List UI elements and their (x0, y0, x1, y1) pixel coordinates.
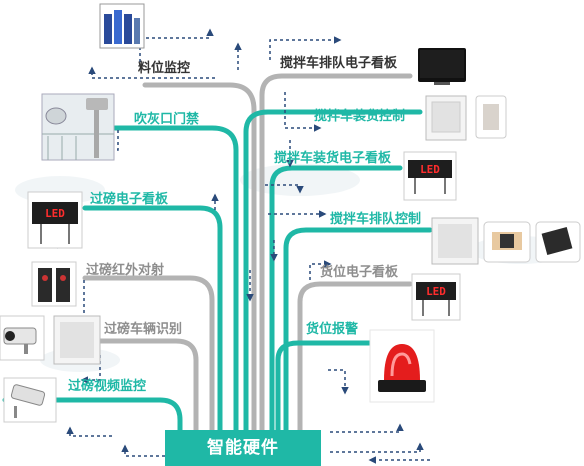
led-board-weighing-icon: LED (27, 191, 83, 249)
label-cargo-board: 货位电子看板 (320, 264, 399, 279)
tv-screen-icon (418, 48, 466, 85)
branch-vehicle-recognition (97, 338, 199, 435)
label-queue-board: 搅拌车排队电子看板 (280, 55, 398, 70)
label-loading-board: 搅拌车装货电子看板 (274, 150, 392, 165)
branch-cargo-alarm (275, 340, 373, 435)
teal-branches (2, 109, 433, 435)
door-camera-photo-icon (41, 93, 115, 161)
gray-branches (82, 73, 413, 435)
branch-loading-control (243, 109, 423, 435)
label-weighing-board: 过磅电子看板 (90, 191, 169, 206)
reader-panel-icon (425, 95, 467, 141)
label-vehicle-recognition: 过磅车辆识别 (104, 321, 183, 336)
branch-weighing-video (2, 397, 183, 435)
infrared-sensor-icon (31, 261, 77, 307)
led-label: LED (426, 285, 446, 298)
label-cargo-alarm: 货位报警 (306, 321, 359, 336)
label-dust-door: 吹灰口门禁 (134, 111, 200, 126)
alarm-light-icon (369, 329, 435, 403)
recognition-panel-icon (53, 315, 101, 365)
bullet-camera-icon (0, 315, 45, 361)
material-sensor-icon (99, 3, 145, 49)
label-weighing-video: 过磅视频监控 (68, 378, 147, 393)
branch-loading-board (269, 165, 403, 435)
hub-smart-hardware: 智能硬件 (165, 430, 321, 466)
led-board-loading-icon: LED (403, 151, 457, 201)
led-board-cargo-icon: LED (411, 273, 461, 321)
label-material-monitoring: 料位监控 (138, 60, 191, 75)
led-label: LED (420, 163, 440, 176)
label-loading-control: 搅拌车装货控制 (314, 108, 406, 123)
branch-cargo-board (297, 281, 413, 435)
queue-reader-icon (431, 217, 479, 265)
qr-phone-icon (483, 221, 531, 263)
branch-queue-control (283, 227, 433, 435)
led-label: LED (45, 207, 65, 220)
tablet-icon (535, 221, 581, 263)
label-queue-control: 搅拌车排队控制 (330, 211, 422, 226)
card-reader-icon (475, 95, 507, 139)
branch-dust-door (112, 125, 239, 435)
branch-material-monitoring (142, 82, 257, 435)
cctv-camera-icon (3, 377, 57, 423)
branch-queue-board (259, 73, 413, 435)
branch-infrared (82, 275, 215, 435)
branch-weighing-board (82, 205, 223, 435)
label-weighing-infrared: 过磅红外对射 (86, 262, 165, 277)
